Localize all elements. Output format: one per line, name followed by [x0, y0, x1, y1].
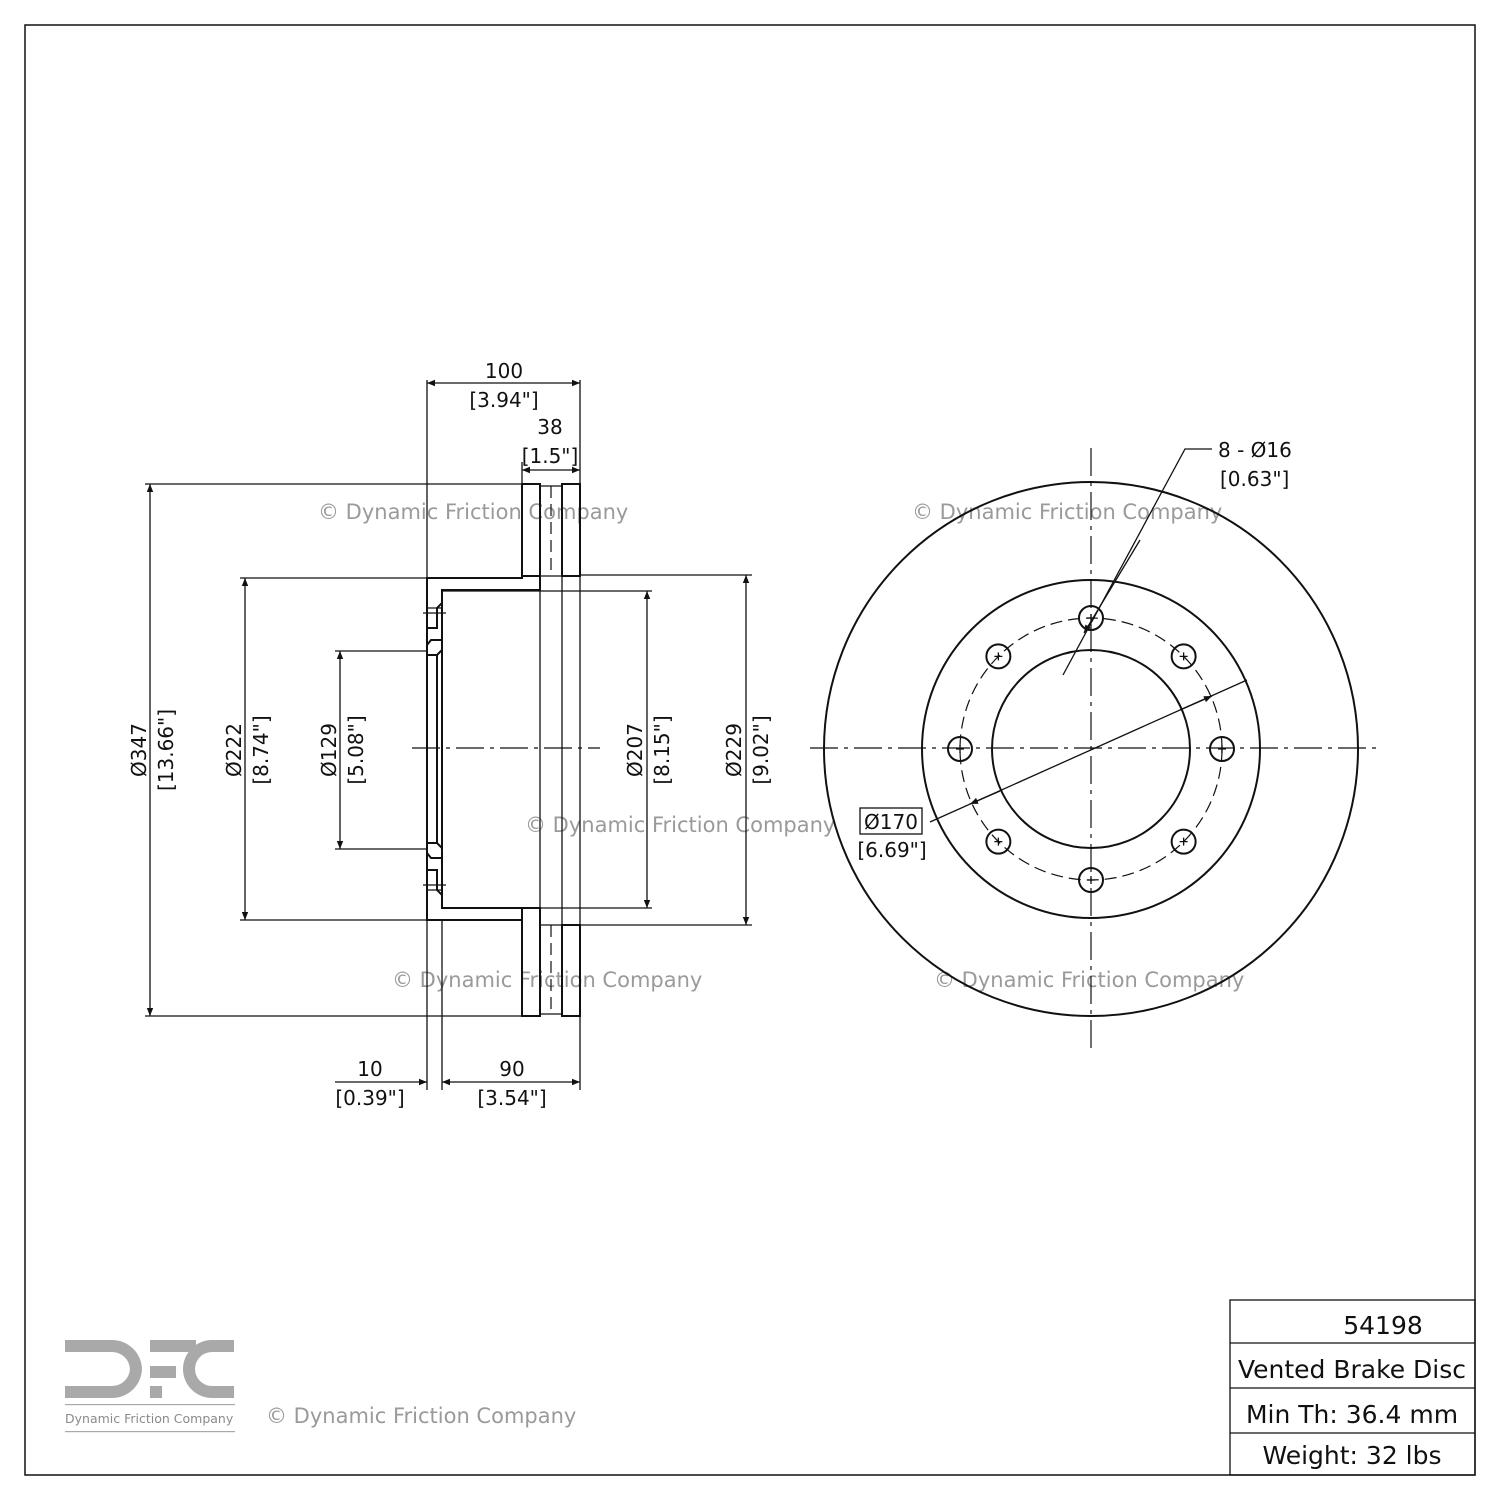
- dim-129-in: [5.08"]: [344, 715, 368, 784]
- dim-207-in: [8.15"]: [650, 715, 674, 784]
- dim-bolt-holes-in: [0.63"]: [1220, 467, 1289, 491]
- section-view: [412, 380, 600, 1090]
- logo-caption: Dynamic Friction Company: [65, 1411, 234, 1426]
- dim-347-in: [13.66"]: [154, 709, 178, 791]
- bolt-hole-center-mark: [1179, 652, 1188, 661]
- bolt-circle-box: [859, 807, 923, 835]
- section-dimensions: 100 [3.94"] 38 [1.5"] Ø347 [13.66"] Ø222…: [127, 359, 773, 1110]
- bolt-hole: [985, 828, 1012, 855]
- dim-90: 90: [499, 1057, 524, 1081]
- dim-bolt-circle: Ø170: [864, 810, 918, 834]
- dim-222: Ø222: [222, 723, 246, 777]
- dim-90-in: [3.54"]: [477, 1086, 546, 1110]
- bolt-hole-center-mark: [1218, 745, 1226, 753]
- bolt-hole: [1170, 643, 1197, 670]
- bolt-hole-center-mark: [994, 837, 1003, 846]
- bolt-hole: [947, 736, 973, 762]
- drawing-border: [24, 24, 1476, 1476]
- bolt-hole-center-mark: [994, 652, 1003, 661]
- dim-38-in: [1.5"]: [522, 444, 579, 468]
- watermark: © Dynamic Friction Company: [392, 968, 702, 992]
- watermarks: © Dynamic Friction Company © Dynamic Fri…: [318, 500, 1244, 992]
- copyright-text: © Dynamic Friction Company: [266, 1404, 576, 1428]
- dim-222-in: [8.74"]: [249, 715, 273, 784]
- watermark: © Dynamic Friction Company: [318, 500, 628, 524]
- dim-10-in: [0.39"]: [335, 1086, 404, 1110]
- face-view: 8 - Ø16 [0.63"] Ø170 [6.69"]: [810, 438, 1380, 1052]
- bolt-hole: [1209, 736, 1235, 762]
- dim-bolt-circle-in: [6.69"]: [857, 838, 926, 862]
- dim-100-in: [3.94"]: [469, 388, 538, 412]
- dim-207: Ø207: [623, 723, 647, 777]
- dim-347: Ø347: [127, 723, 151, 777]
- dim-100: 100: [485, 359, 523, 383]
- part-description: Vented Brake Disc: [1238, 1355, 1466, 1384]
- min-thickness: Min Th: 36.4 mm: [1246, 1400, 1458, 1429]
- bolt-hole-center-mark: [956, 745, 964, 753]
- bolt-hole-center-mark: [1179, 837, 1188, 846]
- dfc-logo: Dynamic Friction Company: [65, 1340, 235, 1433]
- watermark: © Dynamic Friction Company: [912, 500, 1222, 524]
- dim-10: 10: [357, 1057, 382, 1081]
- dim-38: 38: [537, 415, 562, 439]
- dim-bolt-holes: 8 - Ø16: [1218, 438, 1292, 462]
- bolt-hole: [1170, 828, 1197, 855]
- bolt-hole: [985, 643, 1012, 670]
- weight: Weight: 32 lbs: [1262, 1441, 1441, 1470]
- dim-129: Ø129: [317, 723, 341, 777]
- title-block: 54198 Vented Brake Disc Min Th: 36.4 mm …: [1229, 1299, 1476, 1476]
- watermark: © Dynamic Friction Company: [934, 968, 1244, 992]
- dim-229-in: [9.02"]: [749, 715, 773, 784]
- dim-229: Ø229: [722, 723, 746, 777]
- watermark: © Dynamic Friction Company: [525, 813, 835, 837]
- part-number: 54198: [1343, 1311, 1423, 1340]
